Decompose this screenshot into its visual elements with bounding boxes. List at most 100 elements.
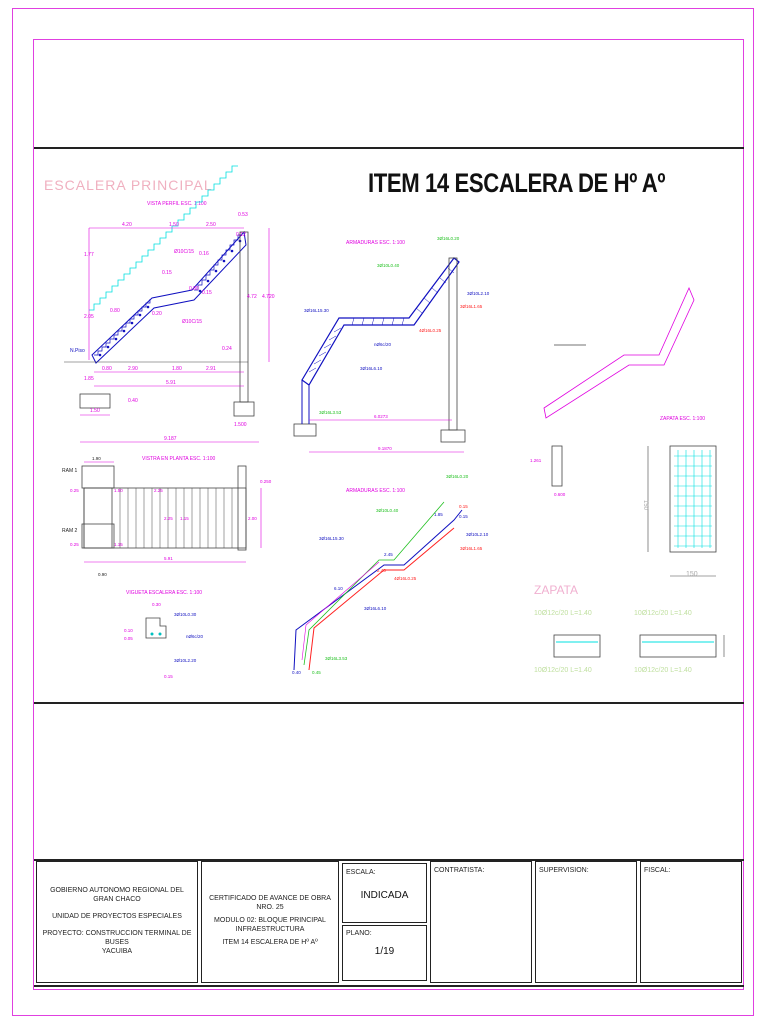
perfil-rebar-dots xyxy=(98,239,242,357)
planta-dim-12: 1.15 xyxy=(114,542,123,547)
planta-dim-2: 0.25 xyxy=(70,488,79,493)
perfil-column xyxy=(239,231,249,403)
planta-ram1-box xyxy=(81,465,115,489)
tb-contratista-cell: CONTRATISTA: xyxy=(430,861,532,983)
drawing-area xyxy=(34,147,744,704)
perfil-dim-bottom-2: 2.90 xyxy=(128,366,138,372)
perfil-sub-3: 1.500 xyxy=(234,422,247,428)
perfil-dim-total: 5.91 xyxy=(166,380,176,386)
planta-dim-10: 1.50 xyxy=(114,488,123,493)
tb-cert-line4: ITEM 14 ESCALERA DE Hº Aº xyxy=(222,939,318,946)
arm1-label-1: 3Ø16L0.20 xyxy=(437,236,460,241)
vigueta-label-4: 3Ø10L2.20 xyxy=(174,658,197,663)
perfil-label-9: 0.24 xyxy=(222,346,232,352)
title-block xyxy=(34,859,744,987)
tb-supervision-label: SUPERVISION: xyxy=(539,867,589,874)
tb-project-line2: YACUIBA xyxy=(101,948,133,955)
perfil-label-11: 1.85 xyxy=(84,376,94,382)
section-title: ESCALERA PRINCIPAL xyxy=(44,177,213,193)
arm2-dim-2: 1.85 xyxy=(434,512,443,517)
arm1-label-4: 3Ø16L1.65 xyxy=(460,304,483,309)
perfil-grand-total: 9.187 xyxy=(164,436,177,442)
perfil-dim-top-4: 0.53 xyxy=(238,212,248,218)
arm1-left-base xyxy=(293,423,317,437)
zapata-section-2 xyxy=(639,634,717,658)
arm2-blue-bar xyxy=(293,509,463,671)
perfil-steps-upper xyxy=(194,234,242,291)
zapata-width-dim: 150 xyxy=(686,571,698,578)
zapata-schedule-2: 10Ø12c/20 L=1.40 xyxy=(634,610,692,617)
perfil-dim-bottom-4: 2.91 xyxy=(206,366,216,372)
arm1-footing xyxy=(440,429,466,443)
tb-fiscal-label: FISCAL: xyxy=(644,867,671,874)
perfil-dim-bottom-1: 0.80 xyxy=(102,366,112,372)
zapata-schedule-3: 10Ø12c/20 L=1.40 xyxy=(534,667,592,674)
tb-unit: UNIDAD DE PROYECTOS ESPECIALES xyxy=(52,913,182,920)
arm1-label-2: 3Ø10L0.40 xyxy=(377,263,400,268)
arm2-label-4: 3Ø16L1.65 xyxy=(460,546,483,551)
zapata-section-1 xyxy=(553,634,601,658)
arm2-label-6: 3Ø16L15.30 xyxy=(319,536,344,541)
planta-dim-3: 0.25 xyxy=(70,542,79,547)
tb-supervision-cell: SUPERVISION: xyxy=(535,861,637,983)
perfil-dim-top-2: 1.50 xyxy=(169,222,179,228)
arm2-dim-3: 0.15 xyxy=(459,504,468,509)
zapata-small-rect xyxy=(551,445,563,487)
outer-frame xyxy=(12,8,754,1016)
arm2-red-bar xyxy=(308,527,455,671)
zapata-detail-dim-1: 1.261 xyxy=(530,458,542,463)
planta-dim-6: 2.00 xyxy=(248,516,257,521)
tb-plano-label: PLANO: xyxy=(346,930,372,937)
planta-ram2: RAM 2 xyxy=(62,528,78,534)
arm1-label-5: 4Ø16L0.25 xyxy=(419,328,442,333)
tb-org-line2: GRAN CHACO xyxy=(93,896,141,903)
planta-dim-1: 1.90 xyxy=(92,456,101,461)
tb-cert-line3: INFRAESTRUCTURA xyxy=(235,926,305,933)
perfil-dim-right-2: 4.720 xyxy=(262,294,275,300)
vigueta-label-1: 0.30 xyxy=(152,602,161,607)
tb-escala-cell: ESCALA: INDICADA xyxy=(342,863,427,923)
zapata-plan xyxy=(669,445,717,553)
perfil-label-6: 0.20 xyxy=(152,311,162,317)
tb-cert-line1: CERTIFICADO DE AVANCE DE OBRA NRO. 25 xyxy=(209,895,331,911)
perfil-label-1: Ø10C/15 xyxy=(174,249,194,255)
arm2-dim-5: 2.45 xyxy=(377,568,386,573)
perfil-dim-left-2: 2.05 xyxy=(84,314,94,320)
perfil-label-4: 0.80 xyxy=(110,308,120,314)
perfil-dim-right-1: 4.72 xyxy=(247,294,257,300)
vigueta-section xyxy=(145,617,167,639)
perfil-steps-lower xyxy=(94,299,151,356)
tb-project-line1: PROYECTO: CONSTRUCCION TERMINAL DE BUSES xyxy=(42,930,192,946)
arm2-dim-1: 2.45 xyxy=(384,552,393,557)
zapata-schedule-4: 10Ø12c/20 L=1.40 xyxy=(634,667,692,674)
perfil-footing-left xyxy=(79,393,111,409)
perfil-label-5: 0.15 xyxy=(202,290,212,296)
perfil-stair-body xyxy=(91,230,247,364)
perfil-label-3: 0.16 xyxy=(199,251,209,257)
arm1-dim-1: 6.0273 xyxy=(374,414,388,419)
tb-fiscal-cell: FISCAL: xyxy=(640,861,742,983)
arm2-label-1: 3Ø16L0.20 xyxy=(446,474,469,479)
main-title: ITEM 14 ESCALERA DE Hº Aº xyxy=(368,168,666,198)
arm2-label-3: 3Ø10L2.10 xyxy=(466,532,489,537)
vigueta-label-3: nØ6c/20 xyxy=(186,634,204,639)
vigueta-label-7: 0.15 xyxy=(164,674,173,679)
perfil-title: VISTA PERFIL ESC. 1:100 xyxy=(147,201,207,207)
planta-treads xyxy=(119,488,233,548)
arm1-label-8: 3Ø16L6.10 xyxy=(360,366,383,371)
zapata-schedule-1: 10Ø12c/20 L=1.40 xyxy=(534,610,592,617)
arm1-label-9: 3Ø16L3.53 xyxy=(319,410,342,415)
zapata-stair-outline xyxy=(543,286,695,419)
planta-ram1: RAM 1 xyxy=(62,468,78,474)
tb-plano-value: 1/19 xyxy=(374,946,395,957)
perfil-label-8: 0.80 xyxy=(189,286,199,292)
perfil-dim-bottom-3: 1.80 xyxy=(172,366,182,372)
planta-dim-7: 0.250 xyxy=(260,479,272,484)
arm1-label-7: nØ6c/20 xyxy=(374,342,392,347)
arm2-dim-7: 0.40 xyxy=(292,670,301,675)
arm2-title: ARMADURAS ESC. 1:100 xyxy=(346,488,405,494)
perfil-label-2: 0.15 xyxy=(162,270,172,276)
zapata-grid xyxy=(674,450,712,548)
planta-title: VISTRA EN PLANTA ESC. 1:100 xyxy=(142,456,215,462)
planta-ram2-box xyxy=(81,523,115,549)
